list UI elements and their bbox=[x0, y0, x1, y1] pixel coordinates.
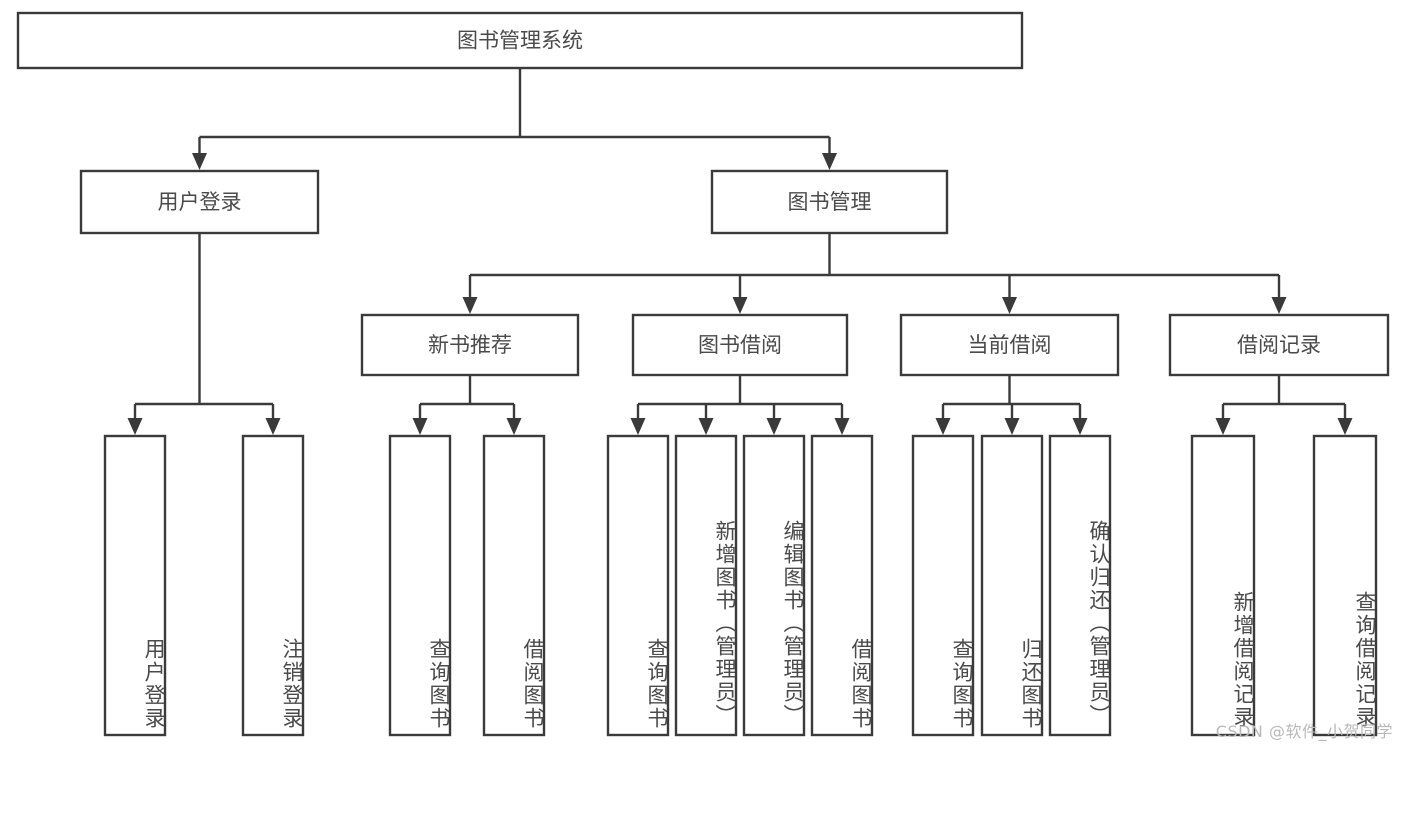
arrow-head-icon-book-management bbox=[822, 153, 837, 170]
node-box-leaf-borrow-book[interactable] bbox=[810, 434, 874, 737]
node-box-leaf-edit-book-admin[interactable] bbox=[742, 434, 806, 737]
node-box-leaf-confirm-return-admin[interactable] bbox=[1048, 434, 1112, 737]
node-box-leaf-query-book-current[interactable] bbox=[911, 434, 975, 737]
arrow-head-icon-book-borrow bbox=[732, 297, 748, 314]
node-label-new-book-recommend: 新书推荐 bbox=[428, 333, 512, 357]
arrow-head-icon-leaf-logout-login bbox=[265, 418, 281, 435]
flowchart-canvas: 图书管理系统用户登录图书管理新书推荐图书借阅当前借阅借阅记录 用户登录注销登录查… bbox=[16, 11, 1393, 741]
arrow-head-icon-leaf-query-book-borrow bbox=[630, 418, 646, 435]
arrow-head-icon-leaf-query-book-current bbox=[935, 418, 951, 435]
arrow-head-icon-leaf-add-borrow-record bbox=[1215, 418, 1231, 435]
arrow-head-icon-leaf-user-login bbox=[127, 418, 143, 435]
node-label-root: 图书管理系统 bbox=[457, 29, 583, 53]
node-label-borrow-record: 借阅记录 bbox=[1237, 333, 1321, 357]
node-box-book-management[interactable] bbox=[710, 169, 949, 235]
arrow-head-icon-current-borrow bbox=[1002, 297, 1017, 314]
arrow-head-icon-leaf-query-book-recommend bbox=[412, 418, 428, 435]
node-box-leaf-user-login[interactable] bbox=[103, 434, 167, 737]
arrow-head-icon-new-book-recommend bbox=[462, 297, 478, 314]
node-label-current-borrow: 当前借阅 bbox=[968, 333, 1052, 357]
arrow-head-icon-leaf-return-book bbox=[1004, 418, 1020, 435]
connector-lines-group bbox=[127, 68, 1353, 435]
node-box-leaf-add-book-admin[interactable] bbox=[674, 434, 738, 737]
node-boxes-group bbox=[16, 11, 1390, 737]
node-box-leaf-add-borrow-record[interactable] bbox=[1190, 434, 1256, 737]
node-box-user-login[interactable] bbox=[79, 169, 320, 235]
node-box-leaf-return-book[interactable] bbox=[980, 434, 1044, 737]
node-box-new-book-recommend[interactable] bbox=[360, 313, 580, 377]
node-label-book-borrow: 图书借阅 bbox=[698, 333, 782, 357]
arrow-head-icon-leaf-query-borrow-record bbox=[1337, 418, 1353, 435]
node-box-leaf-borrow-book-recommend[interactable] bbox=[482, 434, 546, 737]
node-box-current-borrow[interactable] bbox=[899, 313, 1120, 377]
arrow-head-icon-leaf-borrow-book-recommend bbox=[506, 418, 522, 435]
node-box-leaf-query-borrow-record[interactable] bbox=[1312, 434, 1378, 737]
node-box-book-borrow[interactable] bbox=[631, 313, 849, 377]
arrow-head-icon-leaf-edit-book-admin bbox=[766, 418, 782, 435]
node-box-leaf-query-book-borrow[interactable] bbox=[606, 434, 670, 737]
arrow-head-icon-leaf-borrow-book bbox=[834, 418, 850, 435]
node-label-book-management: 图书管理 bbox=[788, 190, 872, 214]
node-box-root[interactable] bbox=[16, 11, 1024, 70]
arrow-head-icon-user-login bbox=[192, 153, 207, 170]
node-label-user-login: 用户登录 bbox=[158, 190, 242, 214]
arrow-head-icon-leaf-add-book-admin bbox=[698, 418, 714, 435]
csdn-watermark: CSDN @软件_小贺同学 bbox=[1215, 722, 1393, 741]
node-box-borrow-record[interactable] bbox=[1168, 313, 1390, 377]
node-box-leaf-logout-login[interactable] bbox=[241, 434, 305, 737]
arrow-head-icon-borrow-record bbox=[1271, 297, 1287, 314]
node-box-leaf-query-book-recommend[interactable] bbox=[388, 434, 452, 737]
arrow-head-icon-leaf-confirm-return-admin bbox=[1072, 418, 1088, 435]
